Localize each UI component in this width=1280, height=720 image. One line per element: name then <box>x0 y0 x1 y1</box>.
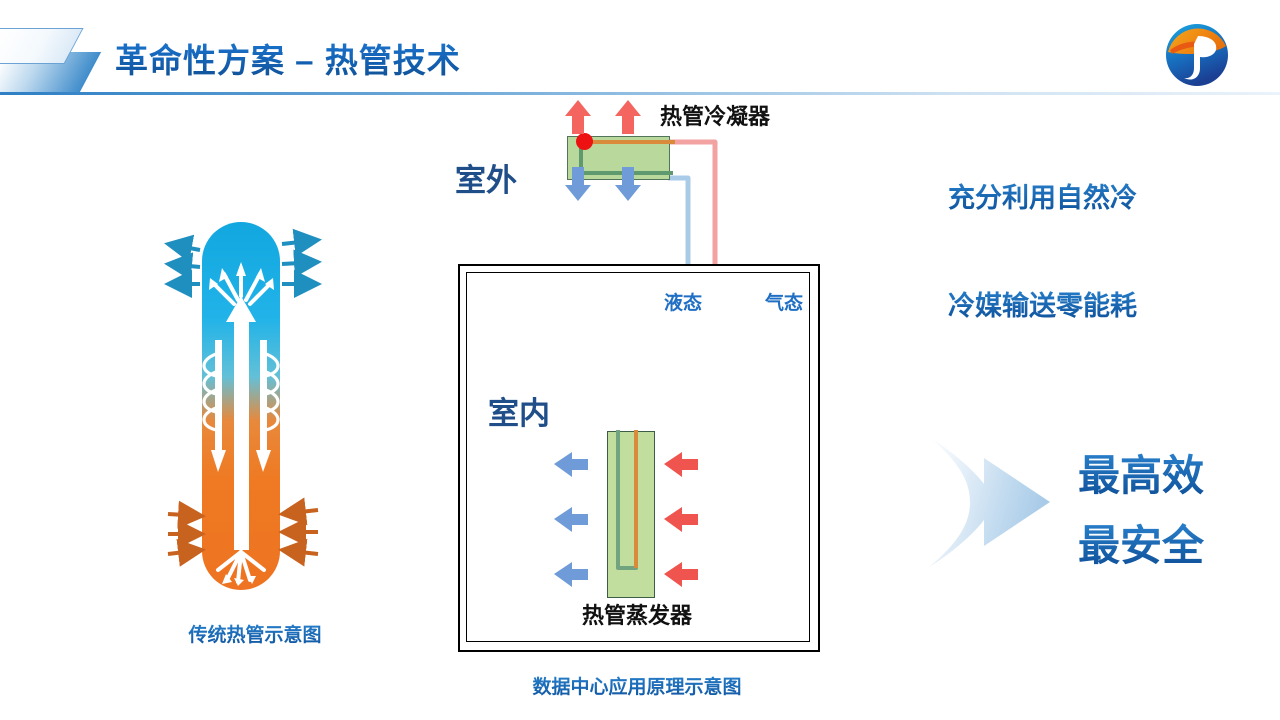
condenser-airflow-arrows <box>565 100 641 201</box>
evaporator-internal-tubing <box>616 430 638 570</box>
indoor-label: 室内 <box>488 396 550 431</box>
benefit-point-1: 充分利用自然冷 <box>948 176 1137 215</box>
liquid-phase-label: 液态 <box>664 293 703 314</box>
header-divider-line <box>0 92 1280 95</box>
evaporator-label: 热管蒸发器 <box>582 603 693 628</box>
gas-phase-label: 气态 <box>765 293 804 314</box>
evaporator-airflow-arrows <box>554 452 698 587</box>
condenser-marker-dot <box>576 133 593 150</box>
condenser-label: 热管冷凝器 <box>660 104 771 129</box>
left-figure-caption: 传统热管示意图 <box>160 620 350 647</box>
company-globe-logo <box>1164 22 1230 88</box>
page-title: 革命性方案 – 热管技术 <box>115 34 461 82</box>
outdoor-label: 室外 <box>455 163 517 198</box>
conclusion-arrow-icon <box>922 428 1072 578</box>
center-figure-caption: 数据中心应用原理示意图 <box>458 672 816 699</box>
heat-pipe-evaporator-unit <box>607 431 655 598</box>
conclusion-text-1: 最高效 <box>1078 442 1204 503</box>
conclusion-text-2: 最安全 <box>1078 512 1204 573</box>
benefit-point-2: 冷媒输送零能耗 <box>948 284 1137 323</box>
classic-heat-pipe-figure <box>160 222 360 602</box>
indoor-room-inner-border <box>466 272 810 642</box>
